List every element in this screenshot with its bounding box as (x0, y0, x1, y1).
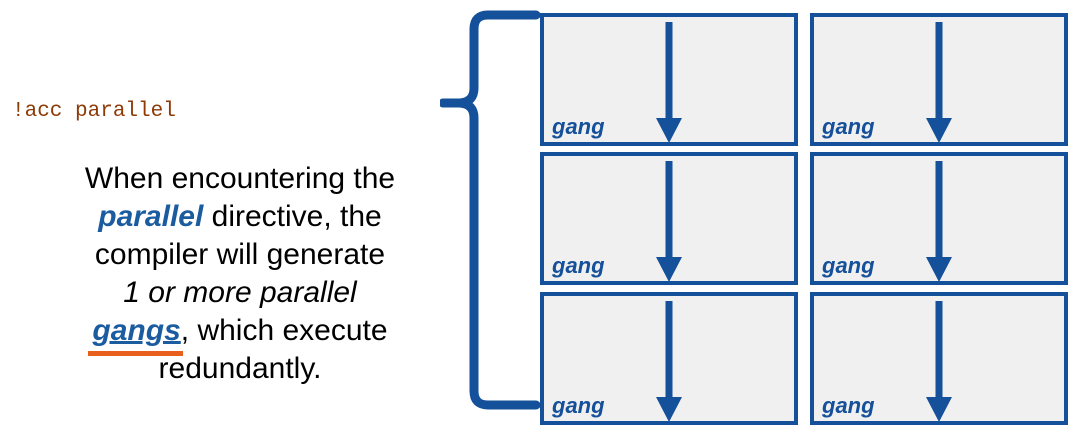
down-arrow-icon (926, 161, 952, 282)
left-curly-brace-icon (440, 10, 540, 410)
description-line-2-rest: directive, the (203, 200, 382, 233)
description-line-1: When encountering the (84, 162, 396, 195)
gang-box[interactable]: gang (540, 292, 798, 425)
down-arrow-icon (926, 301, 952, 422)
gang-grid: gang gang gang gang gang (540, 13, 1070, 426)
gang-label: gang (822, 393, 875, 418)
down-arrow-icon (656, 301, 682, 422)
gang-label: gang (552, 253, 605, 278)
gang-box[interactable]: gang (810, 13, 1068, 146)
keyword-gangs: gangs (92, 314, 181, 347)
down-arrow-icon (656, 22, 682, 143)
gang-box[interactable]: gang (540, 152, 798, 285)
gang-label: gang (822, 114, 875, 139)
down-arrow-icon (926, 22, 952, 143)
gang-box[interactable]: gang (540, 13, 798, 146)
keyword-parallel: parallel (98, 200, 204, 233)
description-line-3: compiler will generate (94, 238, 386, 271)
description-line-6: redundantly. (158, 352, 322, 385)
down-arrow-icon (656, 161, 682, 282)
gang-box[interactable]: gang (810, 292, 1068, 425)
code-directive-text: !acc parallel (12, 100, 176, 123)
gang-label: gang (552, 114, 605, 139)
description-line-4: 1 or more parallel (123, 276, 357, 309)
gang-label: gang (822, 253, 875, 278)
gang-label: gang (552, 393, 605, 418)
description-line-5-rest: , which execute (180, 314, 388, 347)
gang-box[interactable]: gang (810, 152, 1068, 285)
description-paragraph: When encountering the parallel directive… (40, 160, 440, 388)
